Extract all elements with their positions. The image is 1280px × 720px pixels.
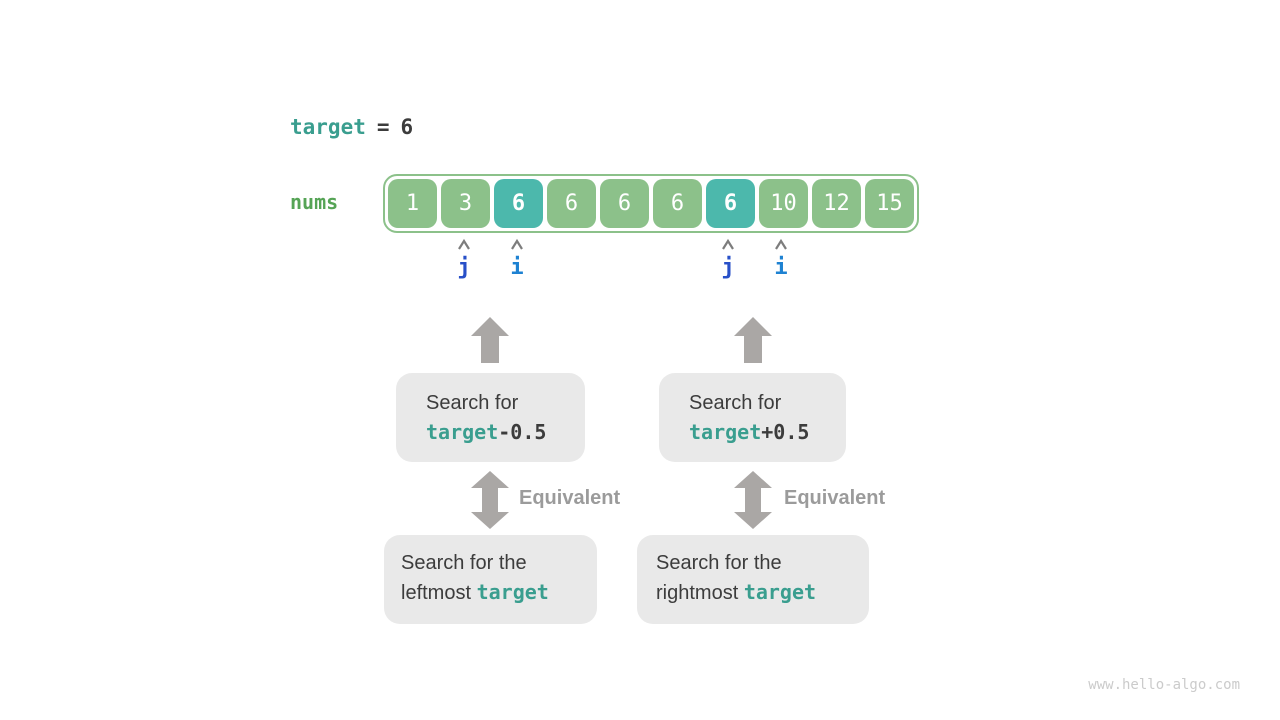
- caret-up-icon: [722, 238, 734, 250]
- target-keyword: target: [689, 420, 762, 444]
- search-target-plus-box: Search for target+0.5: [659, 373, 846, 462]
- pointer-label: i: [510, 255, 524, 280]
- leftmost-target-box: Search for the leftmost target: [384, 535, 597, 624]
- array-cell: 6: [706, 179, 755, 228]
- arrow-up-icon: [734, 317, 772, 363]
- pointer-i-left: i: [497, 238, 537, 280]
- nums-array: 1 3 6 6 6 6 6 10 12 15: [383, 174, 919, 233]
- search-expression: target+0.5: [689, 418, 846, 448]
- result-expression: rightmost target: [656, 578, 869, 608]
- array-cell: 1: [388, 179, 437, 228]
- target-assignment: target = 6: [290, 115, 413, 139]
- caret-up-icon: [775, 238, 787, 250]
- arrow-up-icon: [471, 317, 509, 363]
- caret-up-icon: [511, 238, 523, 250]
- array-cell: 12: [812, 179, 861, 228]
- equivalent-label: Equivalent: [784, 487, 886, 509]
- pointer-i-right: i: [761, 238, 801, 280]
- result-line: Search for the: [656, 552, 782, 574]
- result-line: Search for the: [401, 552, 527, 574]
- position-word: rightmost: [656, 582, 744, 604]
- position-word: leftmost: [401, 582, 477, 604]
- nums-label: nums: [290, 190, 339, 214]
- arrow-up-down-icon: [471, 471, 509, 529]
- pointer-label: j: [721, 255, 735, 280]
- rightmost-target-box: Search for the rightmost target: [637, 535, 869, 624]
- pointer-j-right: j: [708, 238, 748, 280]
- search-line: Search for: [689, 392, 782, 414]
- pointer-j-left: j: [444, 238, 484, 280]
- array-cell: 10: [759, 179, 808, 228]
- target-keyword: target: [426, 420, 499, 444]
- array-cell: 3: [441, 179, 490, 228]
- array-cell: 6: [547, 179, 596, 228]
- target-keyword: target: [743, 580, 817, 604]
- search-line: Search for: [426, 392, 519, 414]
- array-cell: 6: [600, 179, 649, 228]
- target-value: 6: [400, 115, 414, 139]
- pointer-label: i: [774, 255, 788, 280]
- target-keyword: target: [476, 580, 549, 604]
- offset-suffix: -0.5: [498, 420, 547, 444]
- array-cell: 6: [653, 179, 702, 228]
- equivalent-label: Equivalent: [519, 487, 621, 509]
- watermark: www.hello-algo.com: [1088, 677, 1240, 693]
- array-cell: 15: [865, 179, 914, 228]
- arrow-up-down-icon: [734, 471, 772, 529]
- offset-suffix: +0.5: [761, 420, 810, 444]
- pointer-label: j: [457, 255, 471, 280]
- result-expression: leftmost target: [401, 578, 597, 608]
- array-cell: 6: [494, 179, 543, 228]
- equals-sign: =: [376, 115, 390, 139]
- caret-up-icon: [458, 238, 470, 250]
- target-keyword: target: [290, 115, 366, 139]
- search-target-minus-box: Search for target-0.5: [396, 373, 585, 462]
- search-expression: target-0.5: [426, 418, 585, 448]
